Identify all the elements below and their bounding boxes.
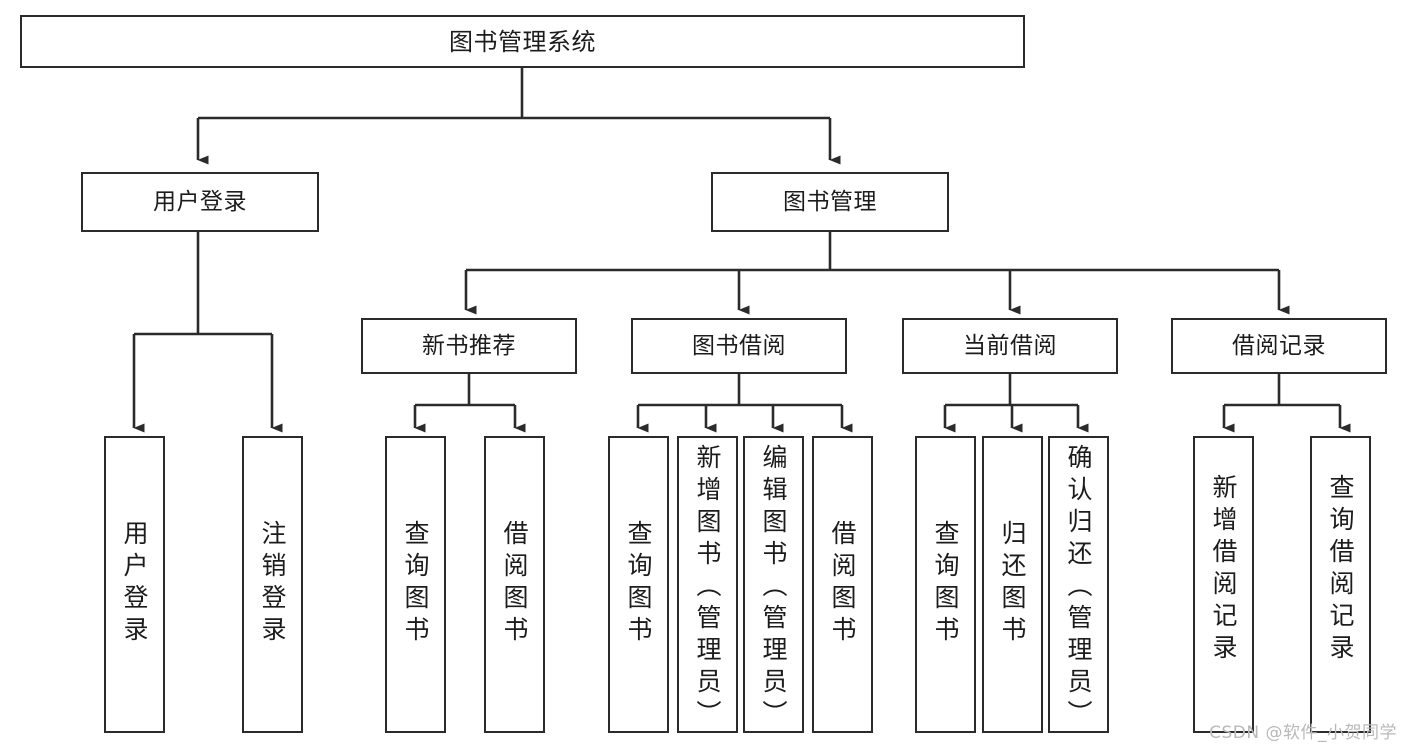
leaf-query-book-new-rec[interactable]: 查询图书 [385, 436, 446, 733]
node-user-login[interactable]: 用户登录 [81, 172, 319, 232]
node-label: 注销登录 [258, 520, 287, 648]
leaf-confirm-return-admin[interactable]: 确认归还（管理员） [1048, 436, 1109, 733]
leaf-user-login[interactable]: 用户登录 [104, 436, 165, 733]
node-label: 查询图书 [624, 520, 653, 648]
node-label: 归还图书 [998, 520, 1027, 648]
node-new-book-recommendation[interactable]: 新书推荐 [361, 318, 577, 374]
leaf-query-borrow-record[interactable]: 查询借阅记录 [1310, 436, 1371, 733]
node-label: 新书推荐 [422, 332, 516, 359]
node-label: 图书借阅 [692, 332, 786, 359]
leaf-query-book-borrow[interactable]: 查询图书 [608, 436, 669, 733]
node-label: 查询图书 [931, 520, 960, 648]
node-label: 图书管理 [783, 188, 877, 215]
node-label: 确认归还（管理员） [1064, 444, 1093, 732]
leaf-borrow-book-borrow[interactable]: 借阅图书 [812, 436, 873, 733]
leaf-query-book-current[interactable]: 查询图书 [915, 436, 976, 733]
node-label: 编辑图书（管理员） [759, 444, 788, 732]
leaf-return-book[interactable]: 归还图书 [982, 436, 1043, 733]
node-label: 当前借阅 [963, 332, 1057, 359]
leaf-borrow-book-new-rec[interactable]: 借阅图书 [484, 436, 545, 733]
node-book-management[interactable]: 图书管理 [711, 172, 949, 232]
node-root-book-management-system[interactable]: 图书管理系统 [20, 15, 1025, 68]
leaf-add-book-admin[interactable]: 新增图书（管理员） [677, 436, 738, 733]
leaf-add-borrow-record[interactable]: 新增借阅记录 [1193, 436, 1254, 733]
node-label: 用户登录 [153, 188, 247, 215]
node-label: 查询借阅记录 [1326, 474, 1355, 666]
leaf-edit-book-admin[interactable]: 编辑图书（管理员） [743, 436, 804, 733]
node-label: 查询图书 [401, 520, 430, 648]
node-label: 新增借阅记录 [1209, 474, 1238, 666]
node-borrowing-record[interactable]: 借阅记录 [1171, 318, 1387, 374]
csdn-watermark: CSDN @软件_小贺同学 [1209, 723, 1397, 743]
node-label: 新增图书（管理员） [693, 444, 722, 732]
leaf-logout-login[interactable]: 注销登录 [242, 436, 303, 733]
node-label: 借阅记录 [1232, 332, 1326, 359]
node-label: 借阅图书 [828, 520, 857, 648]
node-label: 用户登录 [120, 520, 149, 648]
node-label: 借阅图书 [500, 520, 529, 648]
node-current-borrowing[interactable]: 当前借阅 [902, 318, 1118, 374]
node-label: 图书管理系统 [449, 27, 596, 56]
node-book-borrowing[interactable]: 图书借阅 [631, 318, 847, 374]
